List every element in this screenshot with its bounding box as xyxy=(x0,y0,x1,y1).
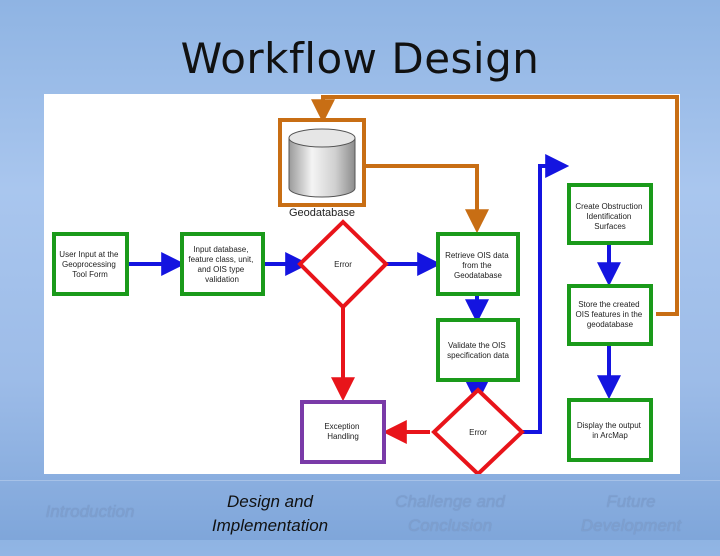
user-input-line-3: Tool Form xyxy=(72,270,108,279)
slide-title: Workflow Design xyxy=(180,34,540,83)
svg-text:Input database, featur: Input database, feature class, unit, and… xyxy=(188,245,255,284)
store-features-line-2: OIS features in the xyxy=(576,310,643,319)
exception-line-1: Exception xyxy=(324,422,359,431)
validate-ois-node: Validate the OIS specification data xyxy=(436,318,520,382)
input-validation-line-2: feature class, unit, xyxy=(188,255,253,264)
display-output-line-2: in ArcMap xyxy=(592,431,628,440)
create-obstruction-line-1: Create Obstruction xyxy=(575,202,642,211)
workflow-diagram: Geodatabase User Input at the Geoprocess… xyxy=(52,95,679,477)
validate-ois-line-2: specification data xyxy=(447,351,509,360)
store-features-line-1: Store the created xyxy=(578,300,639,309)
svg-text:Exception Handling: Exception Handling xyxy=(324,422,361,441)
flow-arrow-error-to-create xyxy=(522,154,570,434)
exception-handling-node: Exception Handling xyxy=(300,400,386,464)
input-validation-node: Input database, feature class, unit, and… xyxy=(180,232,265,296)
database-cylinder-icon xyxy=(288,128,356,198)
create-obstruction-line-2: Identification xyxy=(586,212,631,221)
geodatabase-label: Geodatabase xyxy=(289,207,355,219)
nav-design-implementation-label: Design and Implementation xyxy=(211,492,329,535)
svg-text:Create Obstruction Ide: Create Obstruction Identification Surfac… xyxy=(575,202,644,231)
input-validation-line-4: validation xyxy=(205,275,239,284)
validate-ois-line-1: Validate the OIS xyxy=(448,341,506,350)
error-decision-2: Error xyxy=(431,387,525,477)
nav-design-implementation[interactable]: Design and Implementation xyxy=(192,490,348,546)
retrieve-ois-line-3: Geodatabase xyxy=(454,271,503,280)
nav-challenge-conclusion-label: Challenge and Conclusion xyxy=(395,492,505,535)
geodatabase-node: Geodatabase xyxy=(278,118,366,219)
error-decision-1: Error xyxy=(297,219,389,310)
retrieve-ois-node: Retrieve OIS data from the Geodatabase xyxy=(436,232,520,296)
retrieve-ois-line-1: Retrieve OIS data xyxy=(445,251,509,260)
svg-text:Retrieve OIS data from: Retrieve OIS data from the Geodatabase xyxy=(445,251,511,280)
store-features-node: Store the created OIS features in the ge… xyxy=(567,284,653,346)
svg-text:User Input at the Geop: User Input at the Geoprocessing Tool For… xyxy=(59,250,120,279)
nav-future-development-label: Future Development xyxy=(580,492,682,535)
store-features-line-3: geodatabase xyxy=(587,320,634,329)
error-decision-1-label: Error xyxy=(334,260,352,269)
exception-line-2: Handling xyxy=(327,432,359,441)
retrieve-ois-line-2: from the xyxy=(462,261,492,270)
nav-challenge-conclusion[interactable]: Challenge and Conclusion xyxy=(378,490,522,546)
create-obstruction-line-3: Surfaces xyxy=(594,222,626,231)
nav-introduction-label: Introduction xyxy=(45,502,135,521)
nav-future-development[interactable]: Future Development xyxy=(565,490,697,546)
diagram-canvas: Geodatabase User Input at the Geoprocess… xyxy=(44,94,680,477)
user-input-line-1: User Input at the xyxy=(59,250,119,259)
svg-text:Display the output in: Display the output in ArcMap xyxy=(577,421,643,440)
display-output-node: Display the output in ArcMap xyxy=(567,398,653,462)
user-input-node: User Input at the Geoprocessing Tool For… xyxy=(52,232,129,296)
svg-text:Validate the OIS speci: Validate the OIS specification data xyxy=(447,341,509,360)
display-output-line-1: Display the output xyxy=(577,421,642,430)
db-arrow-geodatabase-to-retrieve xyxy=(365,164,489,234)
input-validation-line-1: Input database, xyxy=(193,245,248,254)
nav-divider xyxy=(0,480,720,481)
error-decision-2-label: Error xyxy=(469,428,487,437)
user-input-line-2: Geoprocessing xyxy=(62,260,116,269)
create-obstruction-node: Create Obstruction Identification Surfac… xyxy=(567,183,653,245)
input-validation-line-3: and OIS type xyxy=(198,265,245,274)
svg-text:Store the created OIS: Store the created OIS features in the ge… xyxy=(576,300,645,329)
db-arrow-store-to-geodatabase xyxy=(311,95,679,316)
nav-introduction[interactable]: Introduction xyxy=(30,500,150,556)
